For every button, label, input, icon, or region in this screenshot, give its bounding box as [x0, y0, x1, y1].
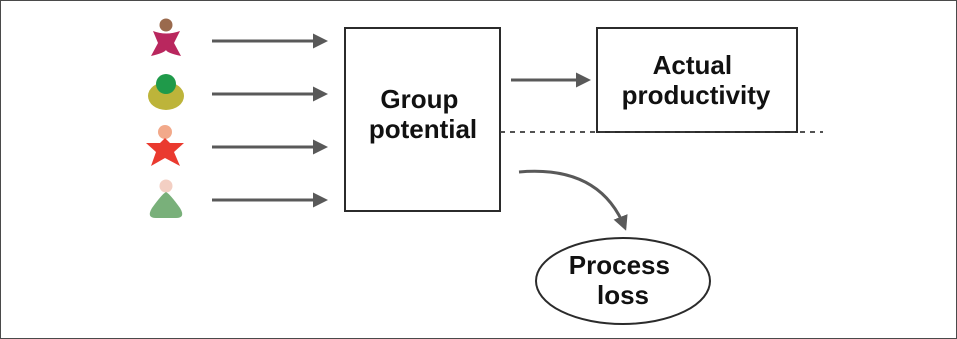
process-loss-label-line1: Process	[569, 250, 670, 280]
actual-productivity-label-line1: Actual	[653, 50, 732, 80]
actual-productivity-box	[596, 27, 798, 133]
svg-text:Actual productivity: Actual productivity	[622, 50, 771, 110]
svg-text:Group potential: Group potential	[369, 84, 477, 144]
actual-productivity-label-line2: productivity	[622, 80, 771, 110]
member-2-icon	[148, 74, 184, 110]
member-3-icon	[146, 125, 184, 166]
group-potential-label-line1: Group	[380, 84, 458, 114]
process-loss-label-line2: loss	[597, 280, 649, 310]
potential-to-loss-arrow	[518, 169, 628, 231]
svg-text:Process loss: Process loss	[569, 250, 677, 310]
process-loss-ellipse	[535, 237, 711, 325]
member-4-icon	[149, 179, 183, 218]
member-1-icon	[151, 18, 181, 56]
group-potential-label-line2: potential	[369, 114, 477, 144]
group-potential-box	[344, 27, 501, 212]
member-arrows	[212, 33, 328, 208]
